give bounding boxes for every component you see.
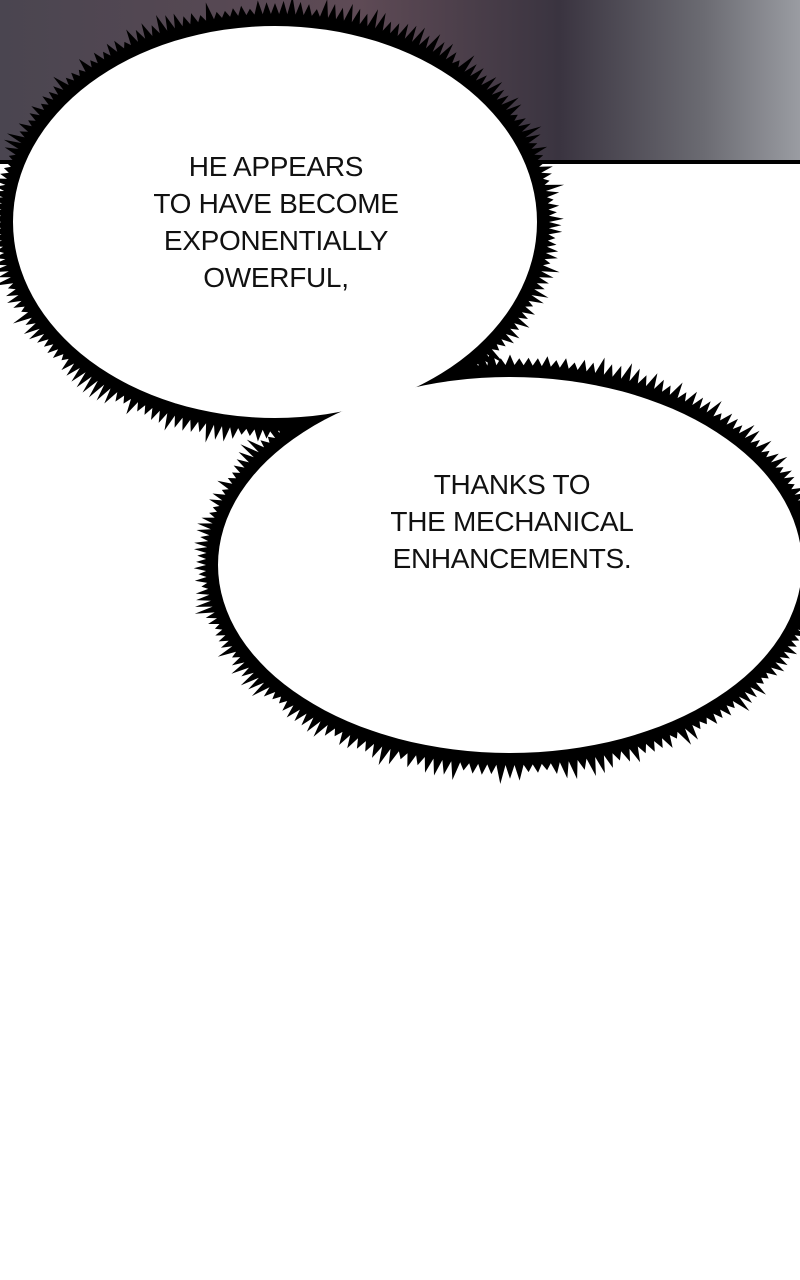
speech-bubble-1 xyxy=(13,26,537,418)
speech-bubble-2-text: THANKS TO THE MECHANICAL ENHANCEMENTS. xyxy=(362,466,662,577)
text-line: TO HAVE BECOME xyxy=(153,188,399,219)
text-line: OWERFUL, xyxy=(203,262,349,293)
text-line: ENHANCEMENTS. xyxy=(392,543,632,574)
text-line: EXPONENTIALLY xyxy=(163,225,389,256)
text-line: HE APPEARS xyxy=(188,151,364,182)
text-line: THE MECHANICAL xyxy=(390,506,634,537)
text-line: THANKS TO xyxy=(433,469,591,500)
speech-bubbles xyxy=(0,0,800,784)
speech-bubble-1-text: HE APPEARS TO HAVE BECOME EXPONENTIALLY … xyxy=(126,148,426,296)
speech-bubble-2 xyxy=(218,377,800,753)
